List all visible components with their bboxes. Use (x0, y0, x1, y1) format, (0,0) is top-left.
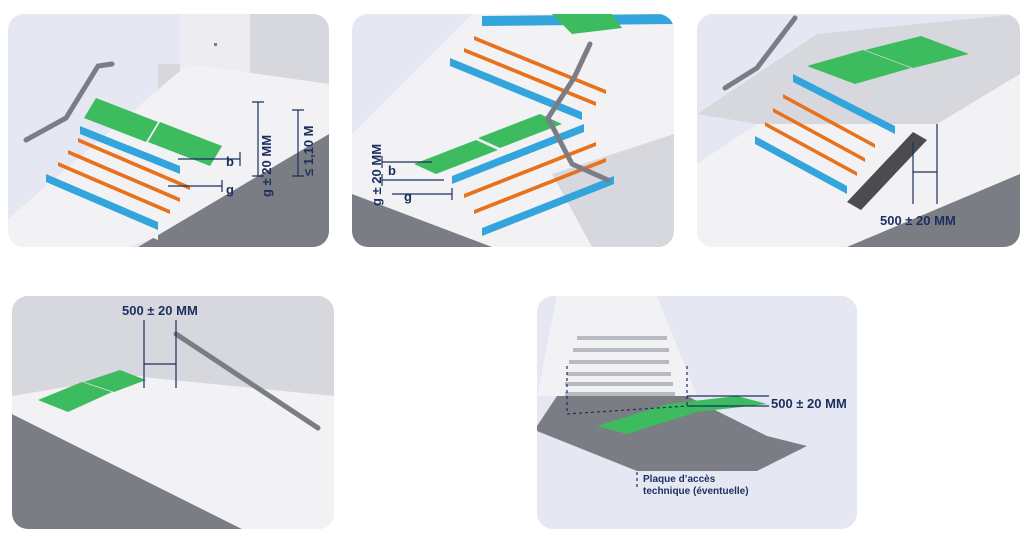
access-plate-note: Plaque d’accès technique (éventuelle) (643, 474, 749, 498)
stairs-rail-illustration (697, 14, 1020, 247)
panel-stairs-up: b g g ± 20 MM (352, 14, 674, 247)
rail-block (847, 132, 927, 210)
stairs-down-illustration (8, 14, 329, 247)
label-height: ≤ 1,10 M (301, 125, 316, 177)
label-b: b (226, 154, 234, 169)
label-tolerance: g ± 20 MM (369, 143, 384, 206)
ramp-illustration (12, 296, 334, 529)
note-line-1: Plaque d’accès (643, 474, 716, 485)
label-b: b (388, 163, 396, 178)
tactile-strip (807, 36, 969, 84)
panel-ramp: 500 ± 20 MM (12, 296, 334, 529)
steps (46, 126, 190, 240)
panel-stairs-down: b g g ± 20 MM ≤ 1,10 M (8, 14, 329, 247)
panel-stairs-rail: 500 ± 20 MM (697, 14, 1020, 247)
panel-escalator: 500 ± 20 MM Plaque d’accès technique (év… (537, 296, 857, 529)
note-line-2: technique (éventuelle) (643, 486, 749, 497)
escalator-illustration (537, 296, 857, 529)
label-g: g (404, 189, 412, 204)
tactile-strip (84, 98, 222, 166)
tactile-strip (414, 14, 622, 174)
label-g: g (226, 182, 234, 197)
stairs-up-illustration (352, 14, 674, 247)
label-distance: 500 ± 20 MM (122, 303, 198, 318)
label-distance: 500 ± 20 MM (771, 396, 847, 411)
steps (755, 74, 895, 194)
label-distance: 500 ± 20 MM (880, 213, 956, 228)
tactile-strip (38, 370, 146, 412)
escalator-steps (565, 336, 675, 396)
label-tolerance: g ± 20 MM (259, 134, 274, 197)
